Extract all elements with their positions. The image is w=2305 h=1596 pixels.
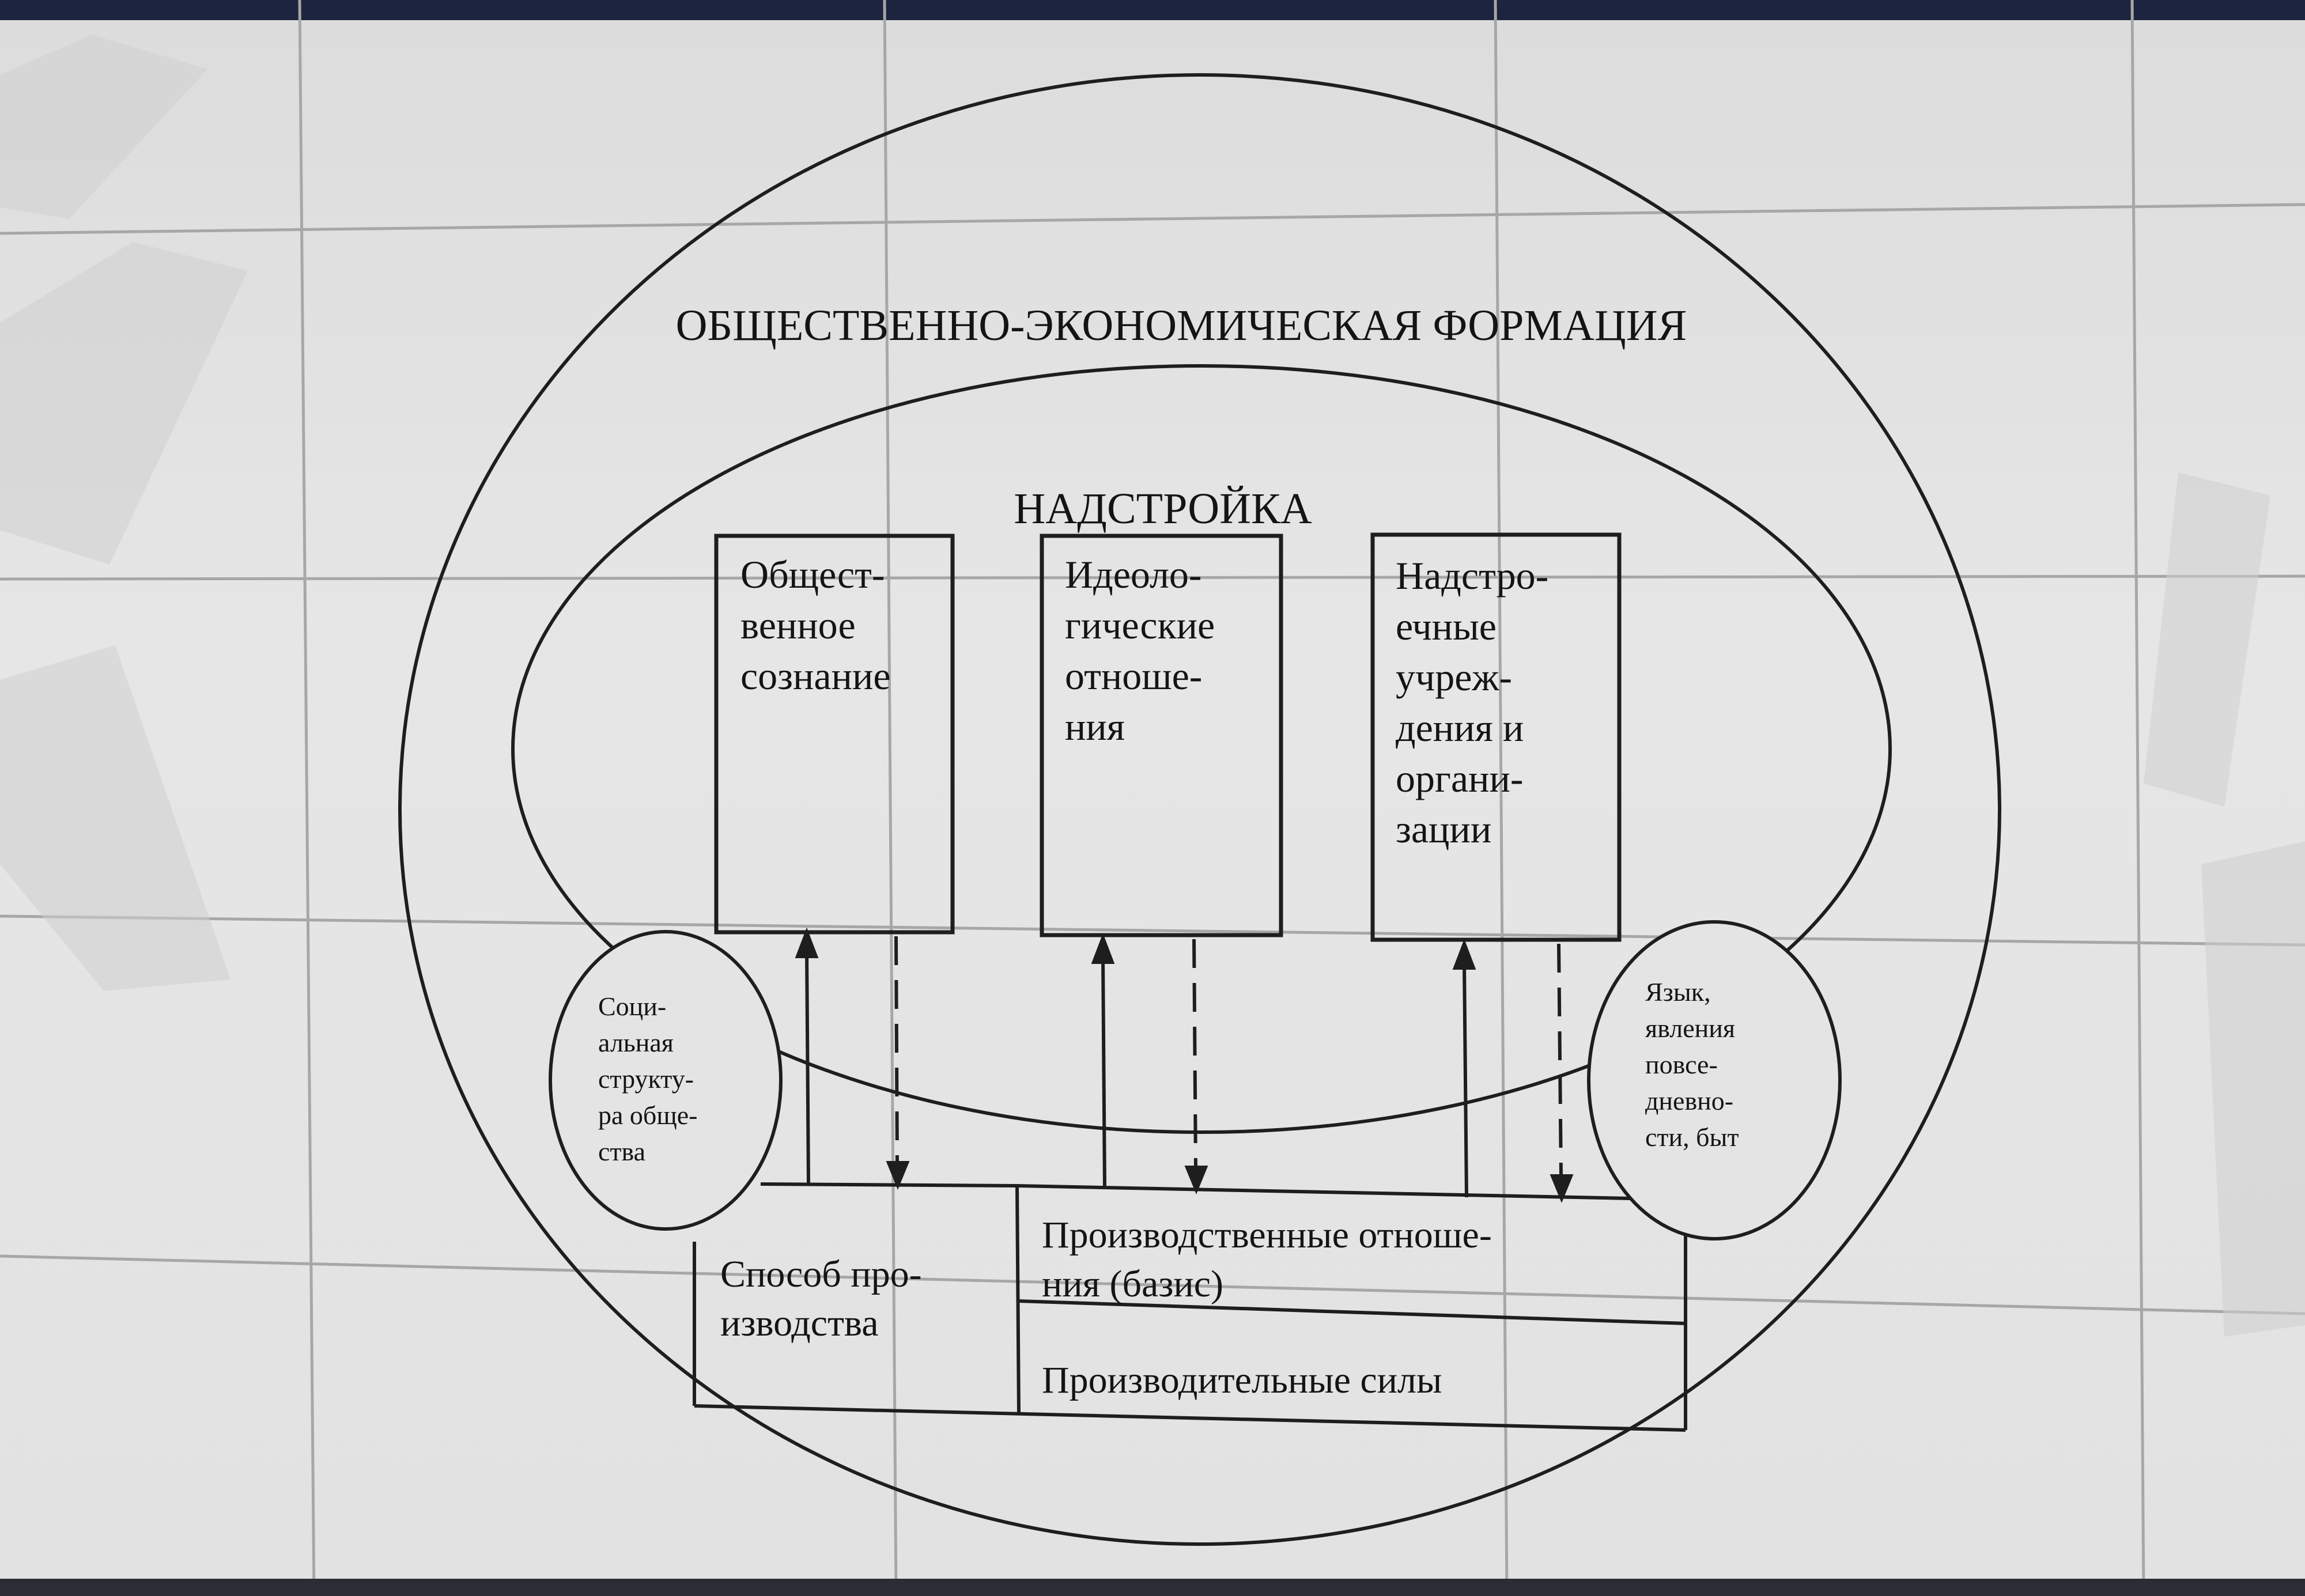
box-social-consciousness — [714, 534, 955, 935]
box-superstructure-institutions-text: Надстро- ечные учреж- дения и органи- за… — [1396, 554, 1558, 851]
language-line: сти, быт — [1645, 1122, 1739, 1152]
base-divider-vertical — [1015, 1185, 1021, 1415]
panel-seam-v4 — [2130, 0, 2145, 1596]
arrow-head-up — [1091, 933, 1115, 964]
base-top-edge — [760, 1182, 1686, 1201]
social-structure-ellipse — [549, 930, 783, 1231]
background-watermark — [0, 35, 2305, 1337]
watermark-shape-3 — [0, 645, 231, 991]
panel-seam-v1 — [298, 0, 316, 1596]
panel-seam-v3 — [1494, 0, 1509, 1596]
base-divider-horizontal — [1018, 1299, 1686, 1325]
influence-arrows — [795, 927, 1574, 1203]
watermark-shape-1 — [0, 35, 207, 219]
base-block — [693, 1182, 1687, 1432]
panel-seam-h4 — [0, 1254, 2305, 1315]
screen-top-edge — [0, 0, 2305, 20]
arrow-down-consciousness — [894, 936, 899, 1164]
watermark-shape-5 — [2201, 841, 2305, 1337]
arrow-head-down — [886, 1161, 910, 1190]
box-line: учреж- — [1396, 655, 1512, 699]
productive-forces-text: Производительные силы — [1042, 1359, 1442, 1401]
arrow-head-up — [1452, 939, 1476, 970]
social-structure-text: Соци- альная структу- ра обще- ства — [598, 992, 704, 1166]
box-line: гические — [1065, 603, 1215, 647]
box-ideological-relations-text: Идеоло- гические отноше- ния — [1065, 553, 1225, 748]
arrow-up-consciousness — [805, 951, 810, 1185]
box-line: Общест- — [740, 553, 885, 596]
social-line: структу- — [598, 1064, 694, 1094]
box-line: зации — [1396, 807, 1491, 851]
arrow-up-ideology — [1101, 957, 1106, 1187]
watermark-shape-2 — [0, 242, 248, 565]
superstructure-title: НАДСТРОЙКА — [1014, 485, 1312, 533]
social-line: ра обще- — [598, 1100, 697, 1130]
mode-line: Способ про- — [720, 1253, 922, 1295]
box-social-consciousness-text: Общест- венное сознание — [740, 553, 894, 698]
arrow-down-ideology — [1192, 939, 1197, 1169]
box-line: Идеоло- — [1065, 553, 1202, 596]
box-line: отноше- — [1065, 654, 1202, 698]
box-line: дения и — [1396, 706, 1524, 750]
language-line: дневно- — [1645, 1086, 1733, 1115]
language-text: Язык, явления повсе- дневно- сти, быт — [1645, 977, 1742, 1152]
screen-bottom-edge — [0, 1579, 2305, 1596]
panel-seam-v2 — [883, 0, 898, 1596]
arrow-head-down — [1184, 1166, 1208, 1194]
relations-line: ния (базис) — [1042, 1263, 1223, 1305]
box-line: ния — [1065, 705, 1125, 748]
box-line: венное — [740, 603, 856, 647]
relations-line: Производственные отноше- — [1042, 1214, 1492, 1256]
watermark-shape-4 — [2144, 472, 2270, 807]
social-line: Соци- — [598, 992, 666, 1021]
production-relations-text: Производственные отноше- ния (базис) — [1042, 1214, 1501, 1305]
formation-circle — [398, 73, 2001, 1546]
language-line: повсе- — [1645, 1050, 1718, 1079]
formation-title: ОБЩЕСТВЕННО-ЭКОНОМИЧЕСКАЯ ФОРМАЦИЯ — [676, 301, 1687, 350]
superstructure-ellipse — [511, 364, 1892, 1134]
box-line: сознание — [740, 654, 891, 698]
mode-line: изводства — [720, 1302, 879, 1344]
arrow-up-institutions — [1463, 963, 1468, 1198]
arrow-down-institutions — [1557, 943, 1563, 1177]
social-line: альная — [598, 1028, 674, 1057]
base-bottom-edge — [694, 1404, 1686, 1432]
panel-seam-h3 — [0, 914, 2305, 947]
box-line: органи- — [1396, 757, 1524, 800]
social-line: ства — [598, 1137, 645, 1166]
box-ideological-relations — [1040, 534, 1283, 937]
box-superstructure-institutions — [1370, 532, 1622, 942]
arrow-head-down — [1550, 1174, 1574, 1203]
mode-of-production-text: Способ про- изводства — [720, 1253, 931, 1344]
language-line: Язык, — [1645, 977, 1711, 1007]
box-line: ечные — [1396, 604, 1497, 648]
language-ellipse — [1587, 920, 1842, 1241]
panel-seam-h2 — [0, 574, 2305, 581]
box-line: Надстро- — [1396, 554, 1548, 597]
language-line: явления — [1645, 1013, 1735, 1043]
panel-seam-h1 — [0, 203, 2305, 235]
arrow-head-up — [795, 927, 819, 958]
